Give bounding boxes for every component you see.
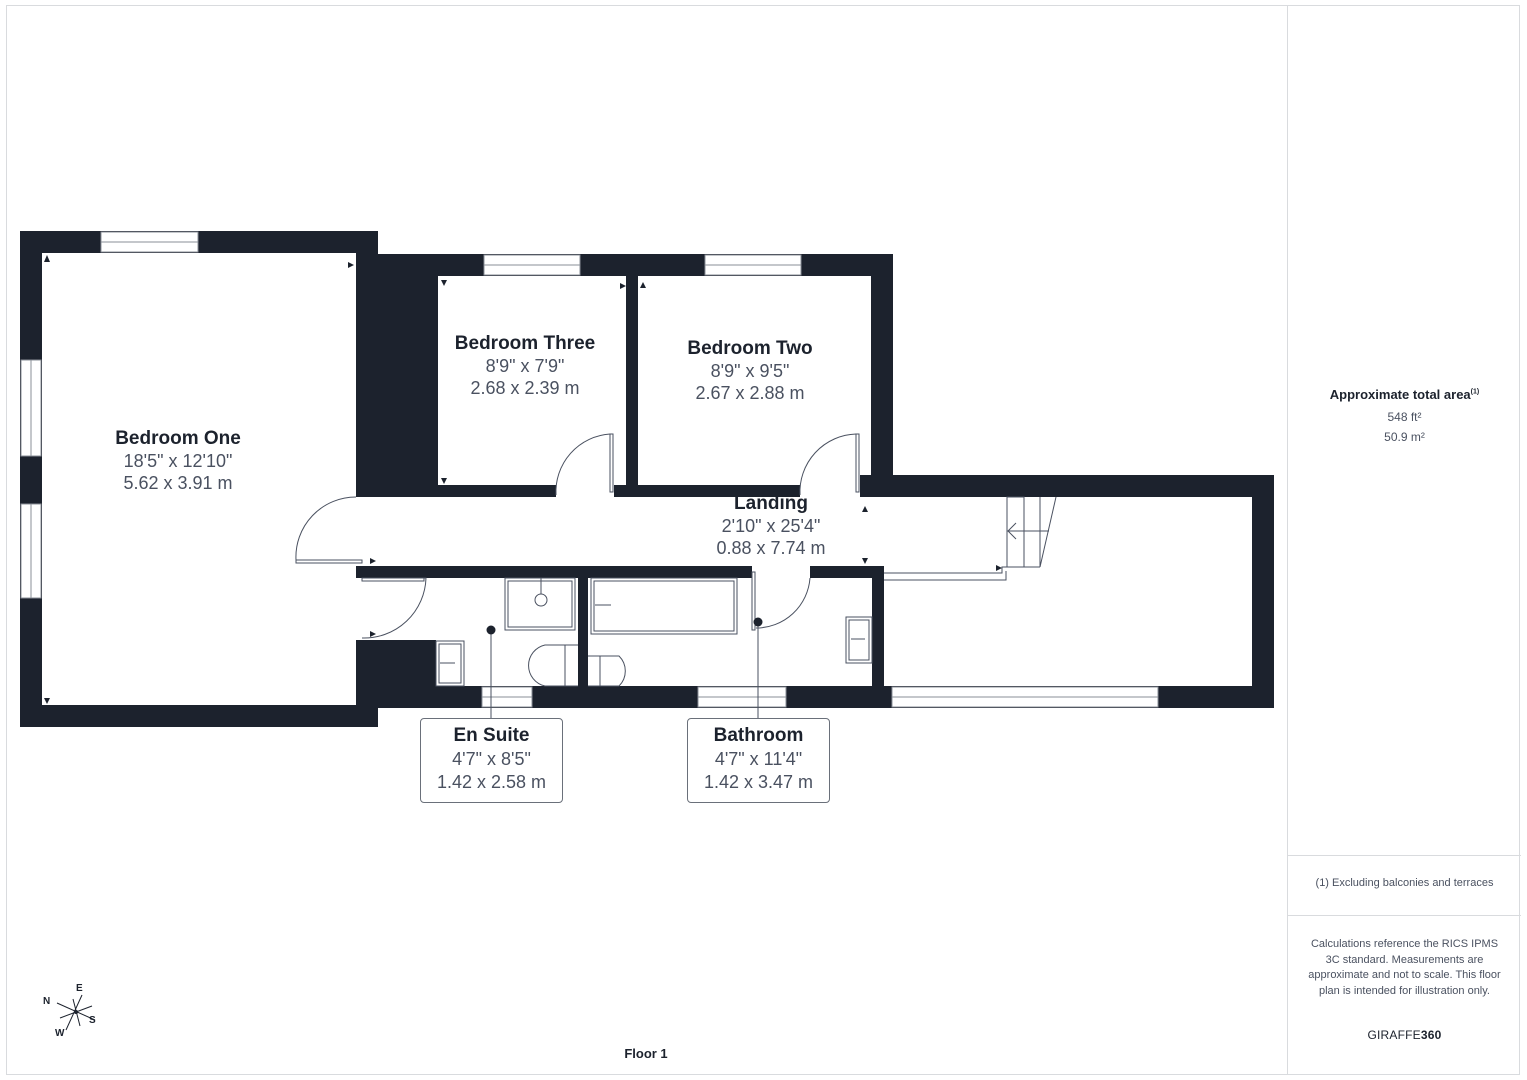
room-metric: 1.42 x 3.47 m — [703, 772, 814, 792]
room-imperial: 4'7" x 8'5" — [452, 749, 531, 769]
room-metric: 0.88 x 7.74 m — [716, 538, 826, 558]
room-imperial: 4'7" x 11'4" — [714, 749, 803, 769]
divider — [1288, 855, 1521, 856]
floor-plan-drawing — [20, 231, 1274, 1031]
room-name: Bedroom One — [115, 428, 241, 449]
room-metric: 5.62 x 3.91 m — [123, 473, 233, 493]
footnote-marker: (1) — [1470, 388, 1480, 396]
room-name: En Suite — [453, 725, 530, 746]
room-metric: 2.68 x 2.39 m — [470, 378, 580, 398]
room-label-en-suite: En Suite 4'7" x 8'5" 1.42 x 2.58 m — [420, 718, 563, 803]
room-name: Landing — [734, 493, 808, 514]
room-imperial: 8'9" x 7'9" — [485, 356, 565, 376]
room-name: Bedroom Three — [454, 333, 596, 354]
compass-south-label: S — [89, 1015, 96, 1026]
compass-east-label: E — [76, 983, 83, 994]
total-area-sqm: 50.9 m² — [1384, 430, 1425, 444]
room-label-landing: Landing 2'10" x 25'4" 0.88 x 7.74 m — [716, 493, 825, 559]
room-imperial: 2'10" x 25'4" — [721, 516, 821, 536]
brand-text-bold: 360 — [1420, 1028, 1442, 1042]
total-area-title: Approximate total area — [1329, 387, 1471, 402]
room-label-bathroom: Bathroom 4'7" x 11'4" 1.42 x 3.47 m — [687, 718, 830, 803]
room-name: Bathroom — [713, 725, 804, 746]
room-imperial: 8'9" x 9'5" — [710, 361, 790, 381]
brand-text-light: GIRAFFE — [1367, 1028, 1421, 1042]
compass-north-label: N — [43, 996, 51, 1007]
divider — [1288, 915, 1521, 916]
page-frame — [6, 5, 1520, 1075]
footnote-text: (1) Excluding balconies and terraces — [1315, 877, 1494, 889]
room-imperial: 18'5" x 12'10" — [123, 451, 233, 471]
info-sidebar: Approximate total area(1) 548 ft² 50.9 m… — [1287, 5, 1521, 1075]
room-name: Bedroom Two — [687, 338, 813, 359]
total-area-sqft: 548 ft² — [1387, 410, 1422, 424]
brand-logo: GIRAFFE360 — [1288, 1028, 1521, 1042]
calculation-note: Calculations reference the RICS IPMS 3C … — [1308, 938, 1501, 997]
room-metric: 1.42 x 2.58 m — [436, 772, 547, 792]
room-metric: 2.67 x 2.88 m — [695, 383, 805, 403]
room-label-bedroom-two: Bedroom Two 8'9" x 9'5" 2.67 x 2.88 m — [687, 338, 812, 404]
compass-west-label: W — [55, 1028, 65, 1039]
room-label-bedroom-three: Bedroom Three 8'9" x 7'9" 2.68 x 2.39 m — [455, 333, 595, 399]
total-area-panel: Approximate total area(1) 548 ft² 50.9 m… — [1288, 387, 1521, 444]
room-label-bedroom-one: Bedroom One 18'5" x 12'10" 5.62 x 3.91 m — [115, 428, 241, 494]
floor-label: Floor 1 — [624, 1046, 668, 1061]
